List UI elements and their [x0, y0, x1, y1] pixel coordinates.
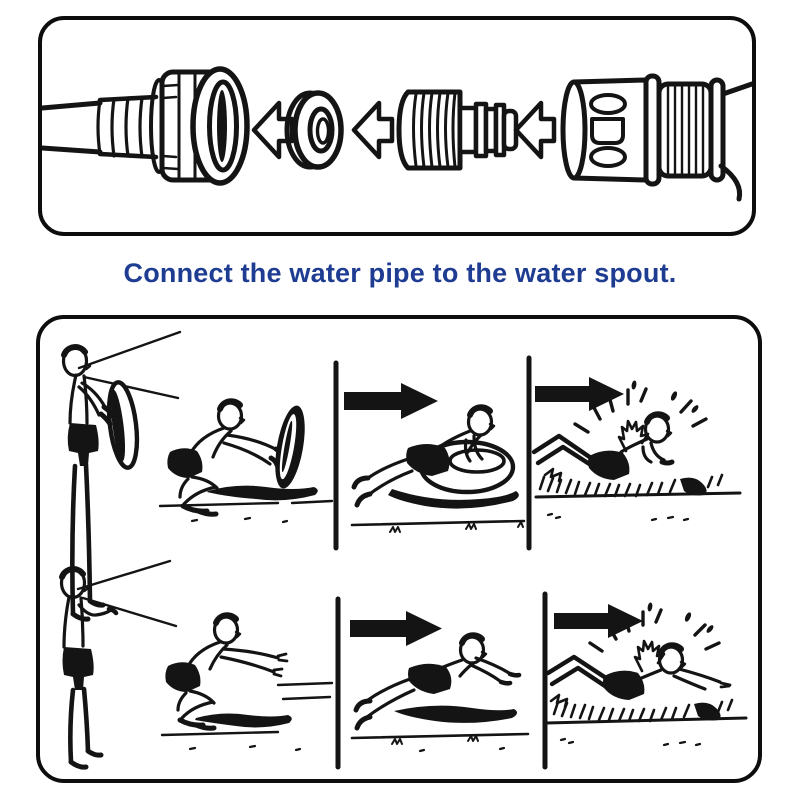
step-glide-on-ring [350, 404, 526, 533]
step-crouch-with-ring [158, 398, 334, 524]
left-arrow-icon [251, 100, 295, 160]
coupling-nut-illustration [149, 66, 250, 186]
threaded-adapter-illustration [396, 89, 519, 171]
caption-text: Connect the water pipe to the water spou… [123, 258, 677, 288]
step-splash-slide-ring [531, 380, 742, 522]
right-arrow-icon [350, 611, 442, 646]
steps-illustration [59, 330, 748, 770]
step-dive-glide [350, 632, 530, 753]
left-arrow-icon [351, 100, 395, 160]
garden-hose-illustration [42, 94, 159, 160]
right-arrow-icon [554, 604, 643, 638]
step-stand-ready [59, 559, 178, 770]
right-arrow-icon [344, 383, 438, 419]
assembly-illustration [42, 66, 752, 202]
quick-connector-illustration [560, 73, 726, 187]
assembly-panel [38, 16, 756, 236]
right-arrow-icon [535, 377, 624, 411]
water-pipe-illustration [718, 81, 752, 202]
step-splash-slide [544, 602, 748, 747]
step-crouch [160, 612, 334, 752]
steps-panel [36, 315, 762, 783]
washer-illustration [284, 90, 344, 170]
left-arrow-icon [513, 100, 557, 160]
